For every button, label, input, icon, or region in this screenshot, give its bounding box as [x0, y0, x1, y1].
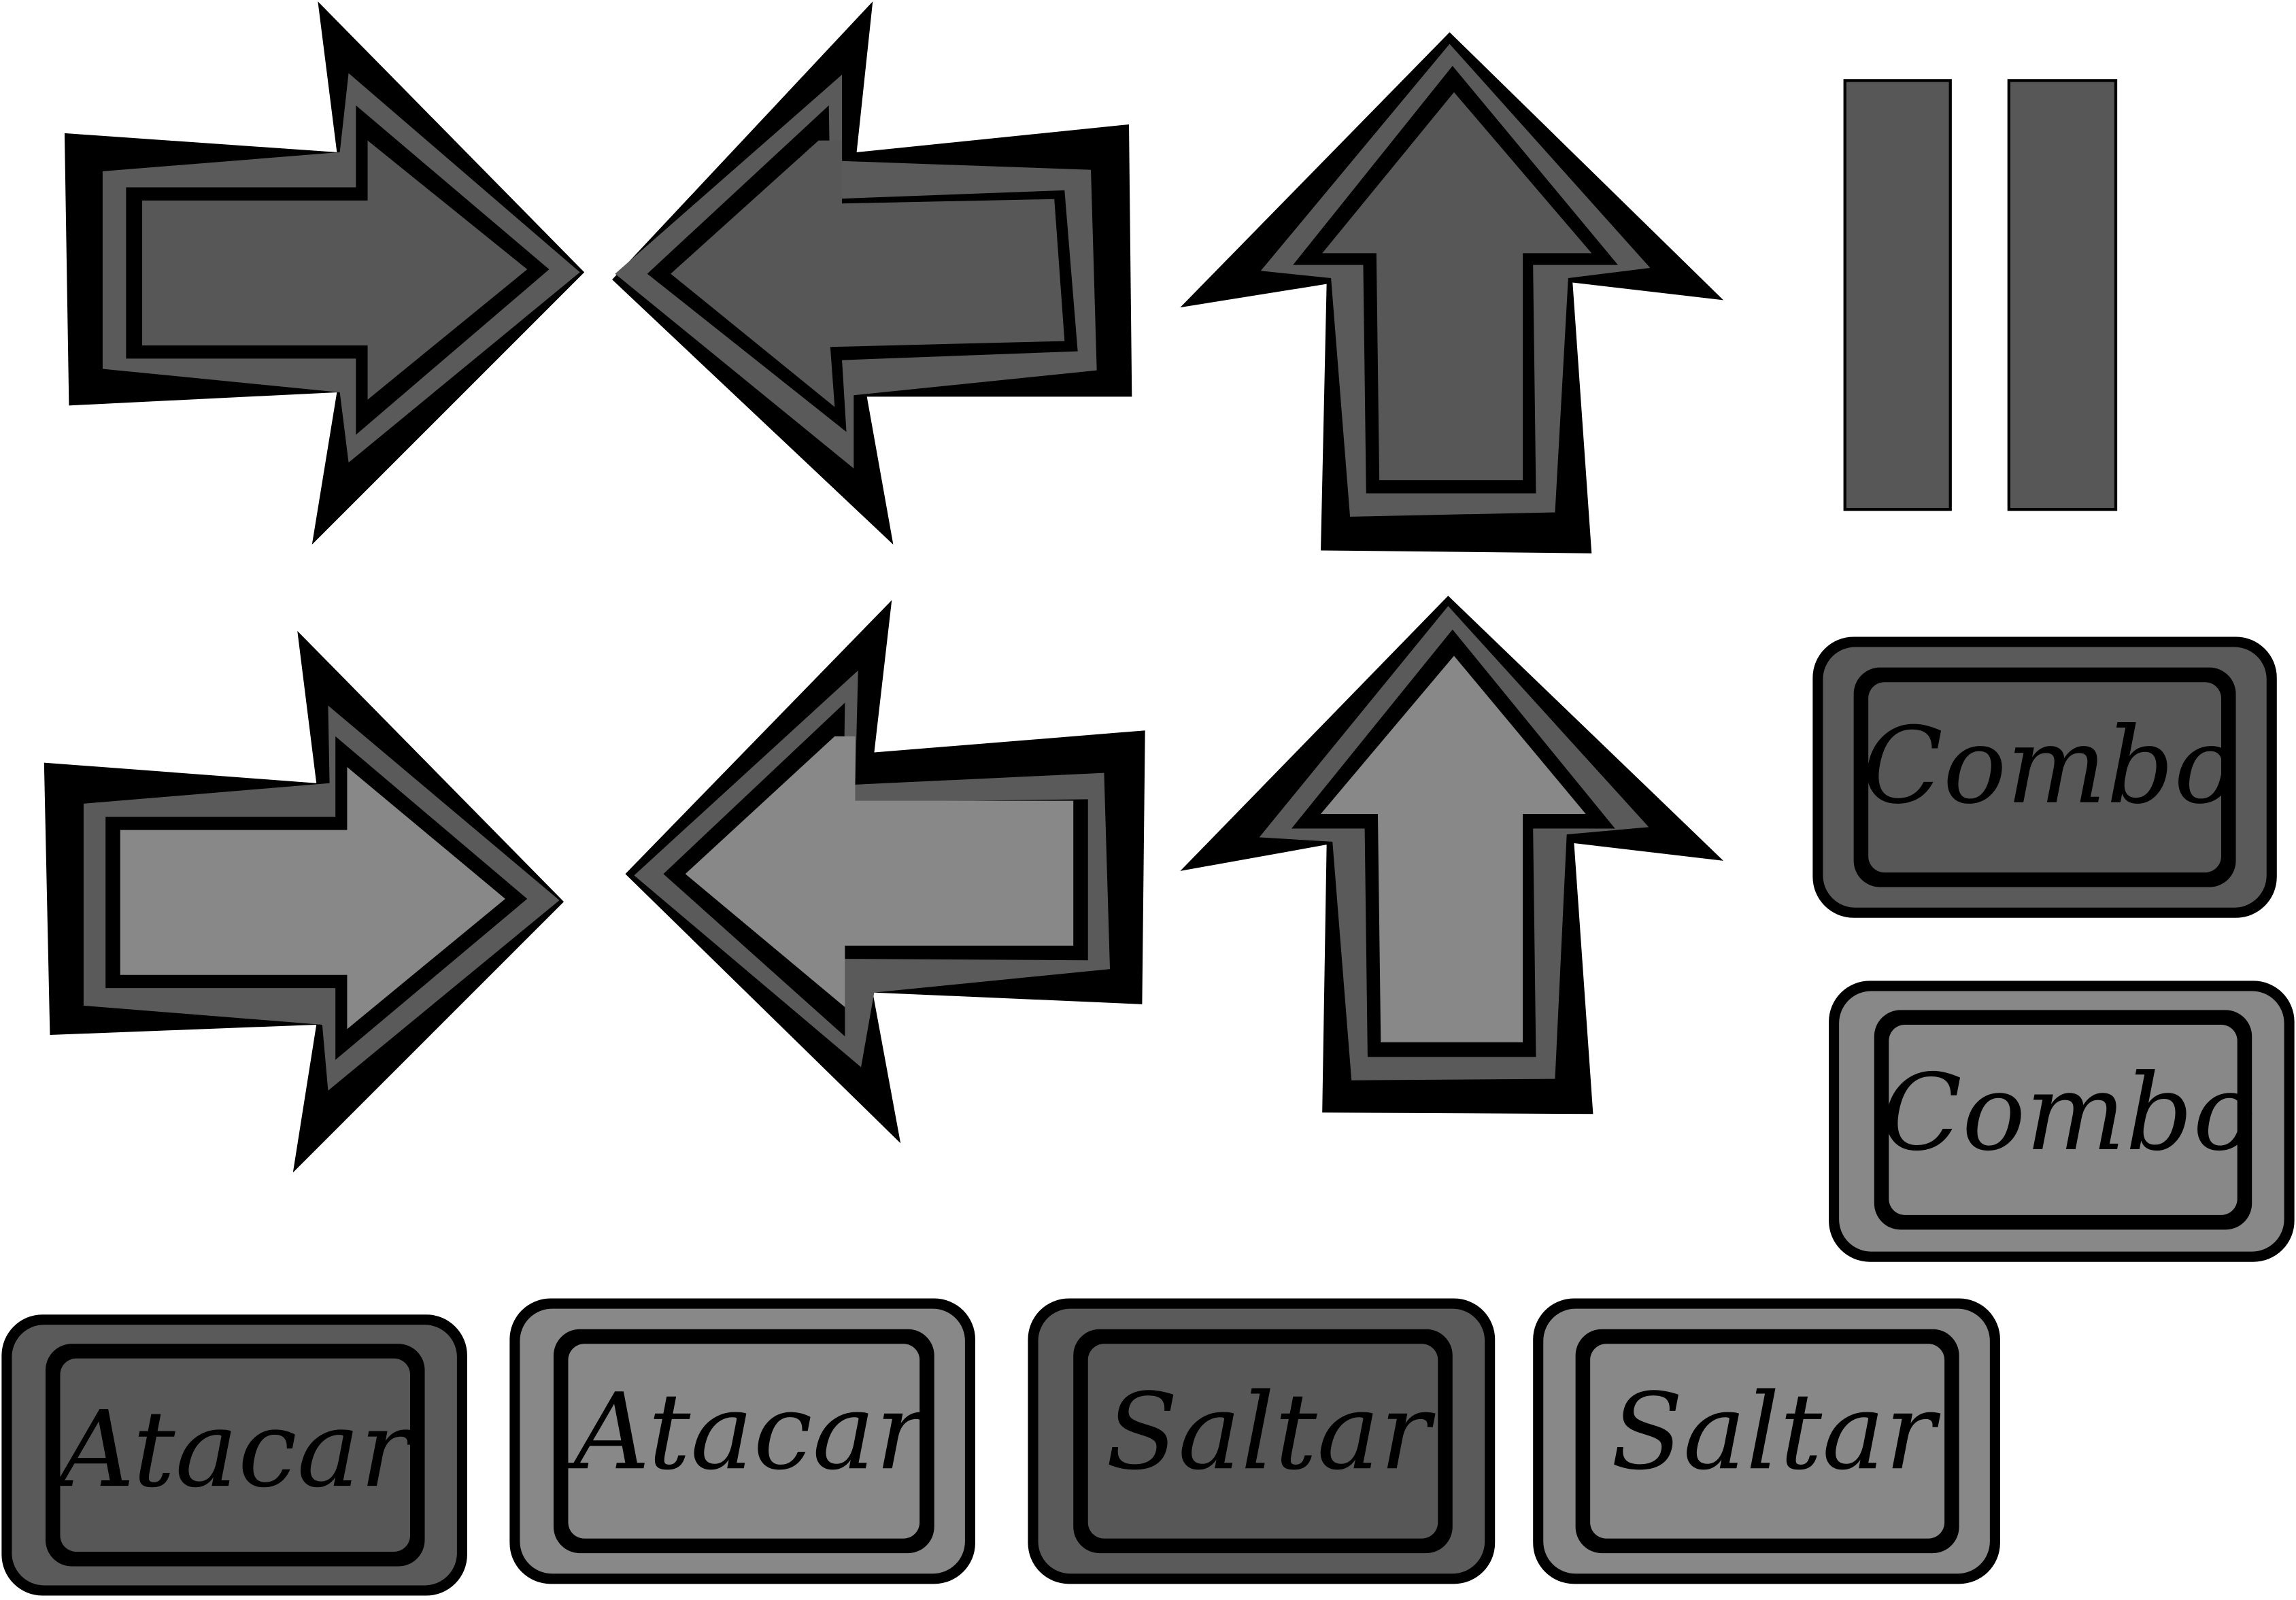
combo-button-label: Combo [1862, 704, 2237, 828]
arrow-left-icon [625, 600, 1145, 1144]
combo-pressed-button[interactable]: Combo [1829, 981, 2295, 1262]
atacar-pressed-button[interactable]: Atacar [509, 1298, 975, 1584]
atacar-button-label: Atacar [50, 1388, 416, 1511]
arrow-up-icon [1180, 596, 1724, 1114]
left-arrow-pressed-button[interactable] [625, 600, 1145, 1144]
saltar-button[interactable]: Saltar [1028, 1298, 1496, 1584]
pause-icon [1843, 79, 2118, 511]
arrow-left-icon [612, 1, 1132, 545]
combo-pressed-button-label: Combo [1881, 1051, 2256, 1174]
saltar-pressed-button-label: Saltar [1611, 1370, 1941, 1493]
atacar-button[interactable]: Atacar [1, 1314, 467, 1596]
arrow-right-icon [64, 1, 585, 545]
combo-button[interactable]: Combo [1812, 636, 2277, 918]
atacar-pressed-button-label: Atacar [566, 1370, 931, 1493]
arrow-up-icon [1180, 32, 1724, 554]
saltar-button-label: Saltar [1106, 1370, 1436, 1493]
right-arrow-pressed-button[interactable] [44, 630, 564, 1173]
arrow-right-icon [44, 630, 564, 1173]
left-arrow-button[interactable] [612, 1, 1132, 545]
right-arrow-button[interactable] [64, 1, 585, 545]
saltar-pressed-button[interactable]: Saltar [1533, 1298, 2000, 1584]
pause-button[interactable] [1843, 79, 2118, 511]
up-arrow-pressed-button[interactable] [1180, 596, 1724, 1114]
up-arrow-button[interactable] [1180, 32, 1724, 554]
